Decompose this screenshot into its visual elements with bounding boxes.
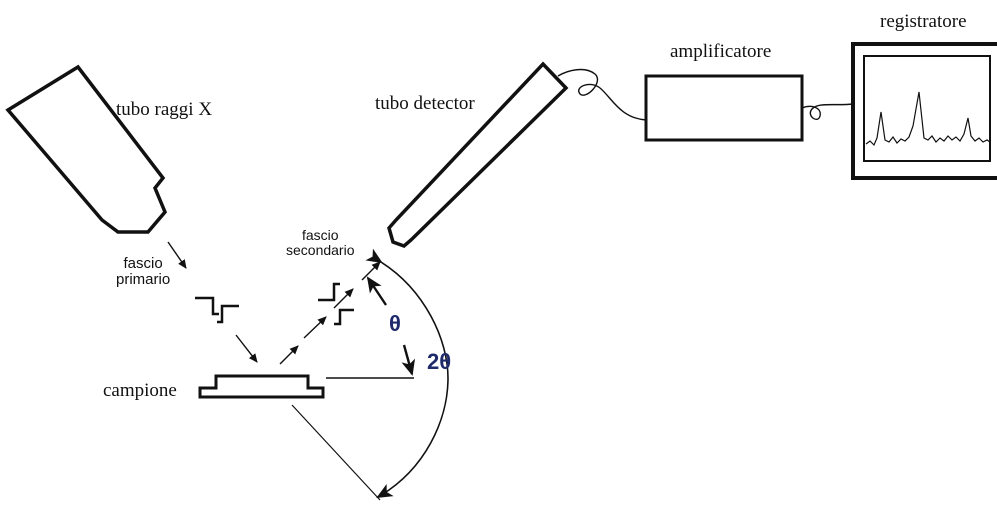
amplifier-box <box>644 74 804 142</box>
recorder-trace <box>865 91 991 147</box>
detector-tube-body <box>387 61 569 248</box>
secondary-beam-arrow-2 <box>303 316 327 339</box>
recorder-label: registratore <box>880 11 967 32</box>
sample-holder <box>198 374 325 399</box>
secondary-beam-label-line1: fascio <box>301 227 339 243</box>
primary-slits <box>195 296 239 324</box>
primary-beam-label-line1: fascio <box>123 255 163 272</box>
secondary-beam-arrow-3 <box>333 288 354 309</box>
recorder-screen <box>863 55 991 162</box>
xray-tube-body <box>5 64 168 234</box>
secondary-beam-arrow-4 <box>361 261 381 281</box>
secondary-beam-label: fascio secondario <box>286 228 355 257</box>
theta-label: θ <box>389 311 401 336</box>
recorder-outer-frame <box>851 42 997 180</box>
secondary-slits <box>318 282 354 326</box>
secondary-beam-label-line2: secondario <box>286 241 355 258</box>
amplifier-recorder-cable <box>801 103 854 120</box>
primary-beam-label: fascio primario <box>116 256 170 288</box>
secondary-beam-arrow-1 <box>279 345 299 365</box>
theta-arrow-upper <box>366 276 387 306</box>
detector-amplifier-cable <box>557 68 647 121</box>
amplifier-label: amplificatore <box>670 41 772 62</box>
primary-beam-arrow-1 <box>167 241 187 269</box>
two-theta-arc <box>365 248 449 498</box>
two-theta-label: 2θ <box>427 349 452 374</box>
lower-reference-line <box>291 404 381 501</box>
primary-beam-arrow-2 <box>235 334 258 363</box>
detector-tube-label: tubo detector <box>375 93 475 114</box>
theta-arrow-lower <box>401 344 416 376</box>
sample-label: campione <box>103 380 177 401</box>
xray-tube-label: tubo raggi X <box>116 99 213 120</box>
primary-beam-label-line2: primario <box>116 270 171 288</box>
